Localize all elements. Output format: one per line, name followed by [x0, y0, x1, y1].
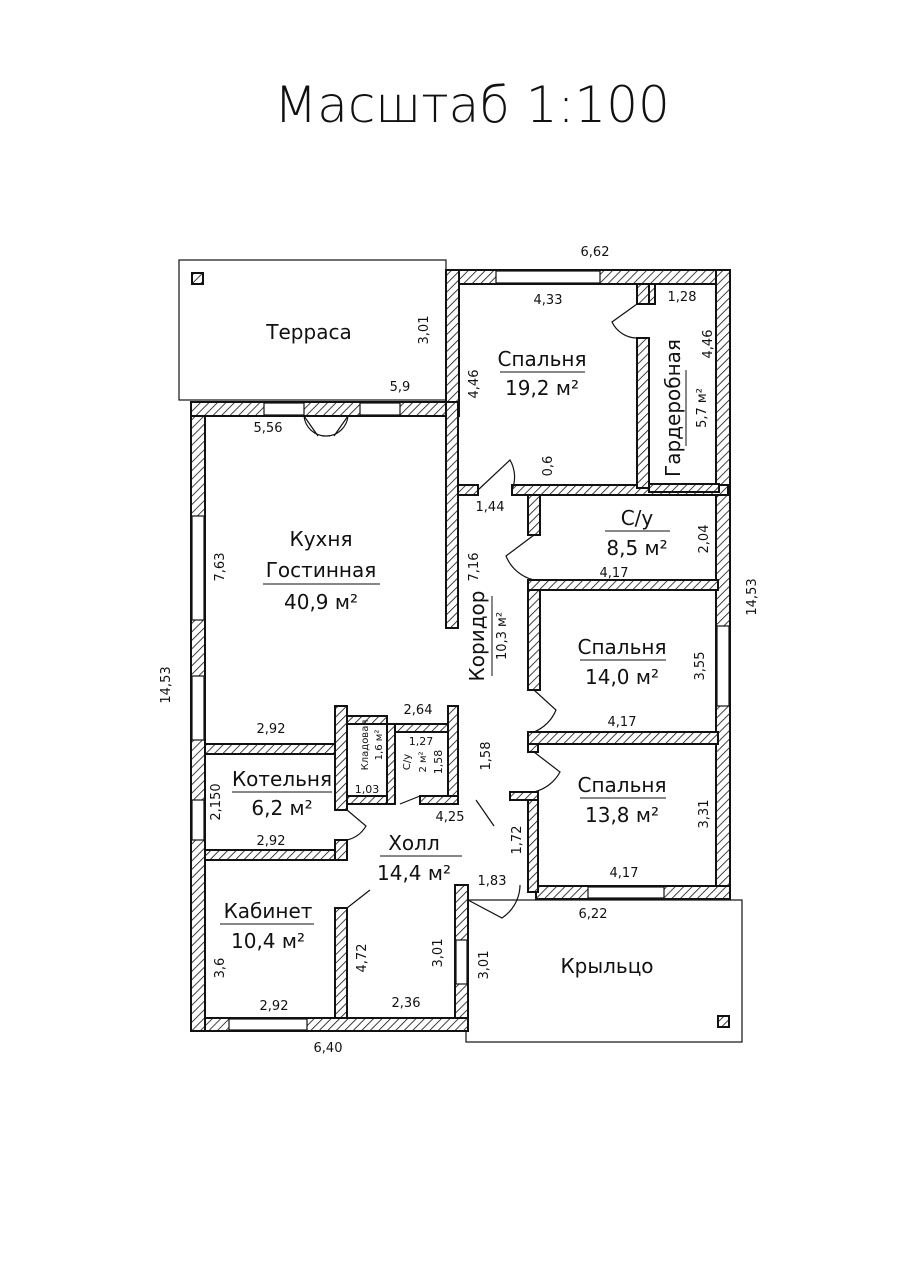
hall-label: Холл: [388, 831, 440, 855]
dim-kitchen-width: 5,56: [254, 421, 283, 436]
dim-bedroom3-height: 3,31: [697, 800, 712, 829]
dimensions: 6,62 4,33 1,28 4,46 4,46 3,01 5,9 5,56 0…: [159, 245, 760, 1056]
interior-walls: [204, 283, 729, 1019]
dim-bathroom1-width: 4,17: [600, 566, 629, 581]
terrace-label: Терраса: [265, 320, 351, 344]
dim-terrace-height: 3,01: [417, 316, 432, 345]
dim-bedroom1-height: 4,46: [467, 370, 482, 399]
office-area: 10,4 м²: [231, 929, 305, 953]
dim-corridor-height: 7,16: [467, 553, 482, 582]
dim-wardrobe-height: 4,46: [701, 330, 716, 359]
dim-1-44: 1,44: [476, 500, 505, 515]
kitchen-area: 40,9 м²: [284, 590, 358, 614]
dim-hall-width: 4,25: [436, 810, 465, 825]
dim-pantry-top: 2,64: [404, 703, 433, 718]
porch-post: [717, 1015, 730, 1028]
room-labels: Терраса Спальня 19,2 м² Гардеробная 5,7 …: [220, 320, 710, 978]
wardrobe-label: Гардеробная: [661, 339, 685, 477]
boiler-label: Котельня: [232, 767, 332, 791]
living-label: Гостинная: [266, 558, 377, 582]
dim-bottom-total: 6,40: [314, 1041, 343, 1056]
dim-hall-bottom: 2,36: [392, 996, 421, 1011]
page-title: Масштаб 1:100: [274, 76, 670, 134]
bathroom2-area: 2 м²: [418, 751, 429, 772]
bedroom1-area: 19,2 м²: [505, 376, 579, 400]
door-swings: [303, 303, 638, 919]
dim-top-total: 6,62: [581, 245, 610, 260]
bedroom3-label: Спальня: [578, 773, 667, 797]
dim-kitchen-bottom: 2,92: [257, 722, 286, 737]
bedroom2-area: 14,0 м²: [585, 665, 659, 689]
dim-bedroom2-width: 4,17: [608, 715, 637, 730]
dim-pantry-width: 1,03: [355, 783, 380, 796]
corridor-label: Коридор: [465, 591, 489, 682]
dim-bathroom1-height: 2,04: [697, 525, 712, 554]
dim-bedroom1-width: 4,33: [534, 293, 563, 308]
dim-porch-height: 3,01: [477, 951, 492, 980]
bathroom2-label: С/у: [402, 754, 413, 770]
dim-bathroom2-height: 1,58: [432, 750, 445, 775]
dim-right-total: 14,53: [745, 578, 760, 615]
dim-left-total: 14,53: [159, 666, 174, 703]
dim-0-6: 0,6: [541, 456, 556, 477]
terrace-post: [191, 272, 204, 285]
dim-1-83: 1,83: [478, 874, 507, 889]
wardrobe-area: 5,7 м²: [695, 388, 710, 428]
dim-hall-height: 4,72: [355, 944, 370, 973]
pantry-label: Кладовая: [360, 720, 371, 771]
porch-label: Крыльцо: [560, 954, 653, 978]
dim-terrace-width: 5,9: [390, 380, 411, 395]
bedroom3-area: 13,8 м²: [585, 803, 659, 827]
bathroom1-area: 8,5 м²: [606, 536, 667, 560]
corridor-area: 10,3 м²: [495, 612, 510, 660]
dim-hall-3-01: 3,01: [431, 939, 446, 968]
bedroom2-label: Спальня: [578, 635, 667, 659]
office-label: Кабинет: [224, 899, 313, 923]
windows: [191, 270, 730, 1031]
dim-boiler-height: 2,150: [209, 783, 224, 820]
dim-bedroom2-height: 3,55: [693, 652, 708, 681]
dim-1-72: 1,72: [510, 826, 525, 855]
dim-1-58: 1,58: [479, 742, 494, 771]
dim-office-height: 3,6: [213, 958, 228, 979]
dim-boiler-width: 2,92: [257, 834, 286, 849]
boiler-area: 6,2 м²: [251, 796, 312, 820]
kitchen-label: Кухня: [290, 527, 353, 551]
bathroom1-label: С/у: [621, 506, 654, 530]
dim-kitchen-height: 7,63: [213, 553, 228, 582]
hall-area: 14,4 м²: [377, 861, 451, 885]
dim-wardrobe-width: 1,28: [668, 290, 697, 305]
dim-office-width: 2,92: [260, 999, 289, 1014]
dim-bathroom2-width: 1,27: [409, 735, 434, 748]
pantry-area: 1,6 м²: [374, 730, 385, 761]
bedroom1-label: Спальня: [498, 347, 587, 371]
dim-porch-width: 6,22: [579, 907, 608, 922]
dim-bedroom3-width: 4,17: [610, 866, 639, 881]
